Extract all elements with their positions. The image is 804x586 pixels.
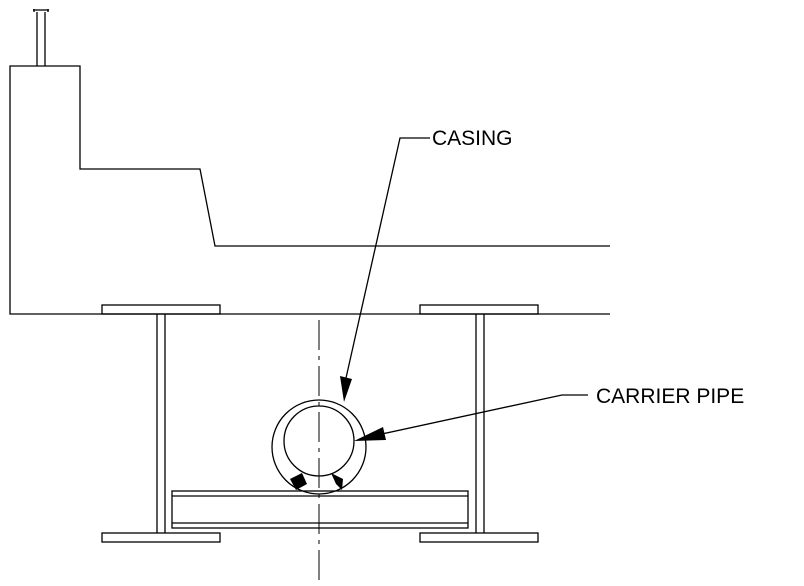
carrier-pipe-label: CARRIER PIPE xyxy=(596,385,744,408)
left-girder xyxy=(101,304,221,543)
spacer-block-left xyxy=(290,473,307,490)
carrier-pipe-leader xyxy=(367,394,588,438)
casing-leader xyxy=(345,137,430,379)
deck-outline xyxy=(9,65,610,315)
support-plate xyxy=(171,490,469,529)
carrier-pipe-arrowhead xyxy=(354,427,386,441)
casing-label: CASING xyxy=(432,127,513,150)
casing-arrowhead xyxy=(340,376,352,402)
anchor-post xyxy=(33,9,49,66)
spacer-block-right xyxy=(331,473,343,490)
right-girder xyxy=(419,304,539,543)
